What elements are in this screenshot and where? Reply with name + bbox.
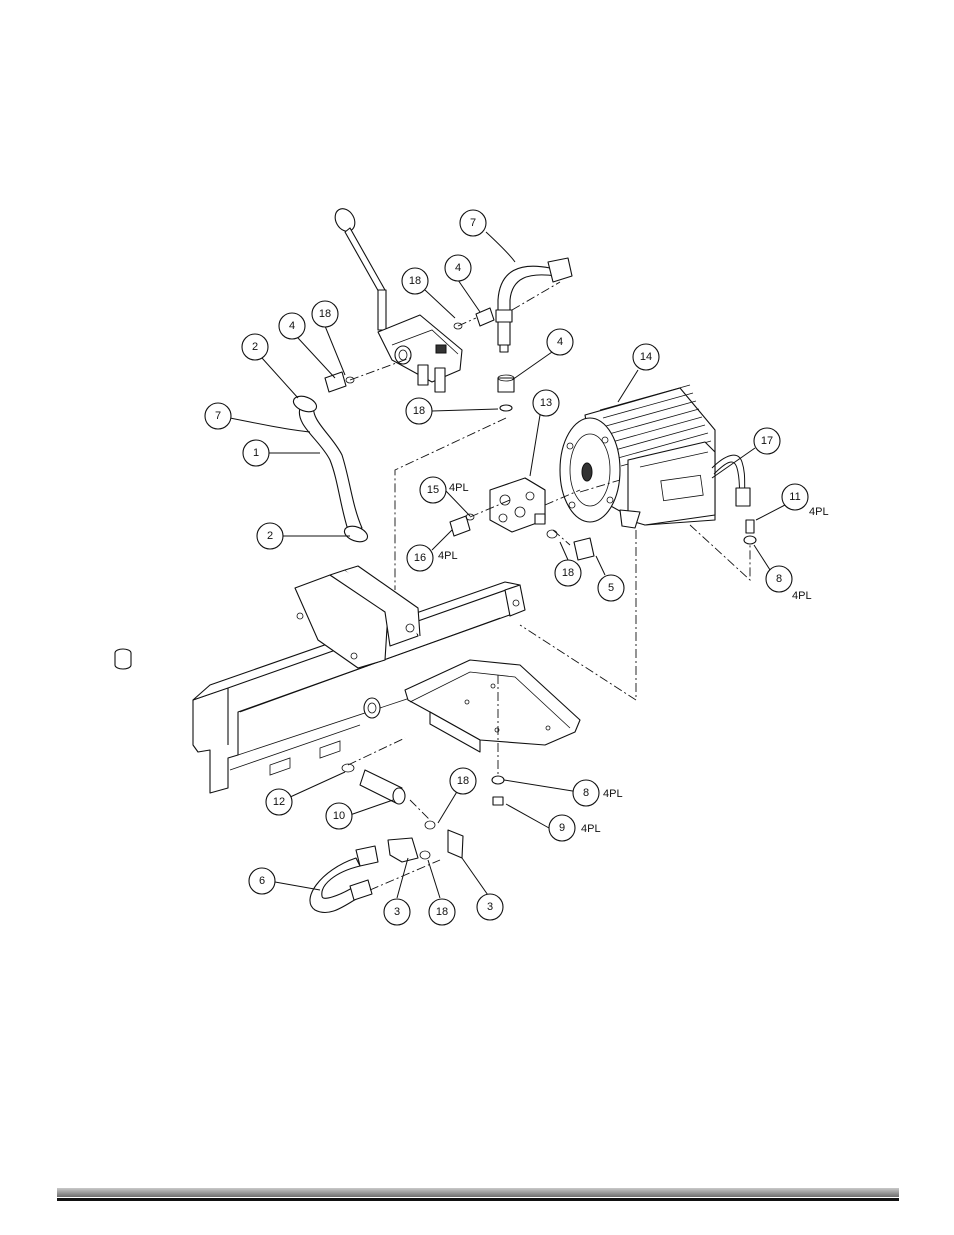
callout-9: 9	[548, 814, 576, 842]
note-8-bottom-4pl: 4PL	[603, 788, 623, 800]
callout-3-right: 3	[476, 893, 504, 921]
pump-head	[489, 477, 546, 533]
svg-text:8: 8	[583, 787, 589, 799]
callout-17: 17	[753, 427, 781, 455]
svg-text:11: 11	[789, 491, 800, 503]
svg-text:16: 16	[414, 552, 426, 564]
svg-text:8: 8	[776, 573, 782, 585]
svg-text:18: 18	[413, 405, 425, 417]
svg-text:7: 7	[215, 410, 221, 422]
callout-12: 12	[265, 788, 293, 816]
note-8-right-4pl: 4PL	[792, 590, 812, 602]
svg-text:3: 3	[487, 901, 493, 913]
callout-18-bottom: 18	[449, 767, 477, 795]
svg-text:13: 13	[540, 397, 552, 409]
callout-6: 6	[248, 867, 276, 895]
callout-8-bottom: 8	[572, 779, 600, 807]
svg-text:7: 7	[470, 217, 476, 229]
callout-balloons: 7 18 4 4 18 2 7 1 4 18 14 13 17 15 11 16…	[204, 209, 809, 926]
footer-rule	[57, 1188, 899, 1202]
callout-leaders	[229, 231, 786, 899]
callout-7-upper: 7	[459, 209, 487, 237]
callout-3-left: 3	[383, 898, 411, 926]
callout-2-lower: 2	[256, 522, 284, 550]
svg-text:2: 2	[252, 341, 258, 353]
callout-14: 14	[632, 343, 660, 371]
quantity-notes: 4PL 4PL 4PL 4PL 4PL 4PL	[438, 482, 829, 835]
callout-18-mid: 18	[405, 397, 433, 425]
svg-text:10: 10	[333, 810, 345, 822]
note-15-4pl: 4PL	[449, 482, 469, 494]
svg-text:1: 1	[253, 447, 259, 459]
footer-rule-black	[57, 1198, 899, 1201]
note-9-4pl: 4PL	[581, 823, 601, 835]
callout-15: 15	[419, 476, 447, 504]
svg-text:15: 15	[427, 484, 439, 496]
callout-7-left: 7	[204, 402, 232, 430]
svg-text:4: 4	[455, 262, 461, 274]
footer-rule-gray	[57, 1188, 899, 1197]
callout-1: 1	[242, 439, 270, 467]
bottom-fittings	[309, 513, 757, 914]
fitting-hose-bottom	[497, 374, 515, 412]
svg-text:5: 5	[608, 582, 614, 594]
svg-text:18: 18	[457, 775, 469, 787]
assembly-lines	[347, 281, 751, 891]
svg-text:12: 12	[273, 796, 285, 808]
svg-text:18: 18	[562, 567, 574, 579]
svg-text:4: 4	[289, 320, 295, 332]
note-16-4pl: 4PL	[438, 550, 458, 562]
svg-text:4: 4	[557, 336, 563, 348]
motor-mount-plate	[404, 659, 581, 753]
svg-text:18: 18	[409, 275, 421, 287]
callout-16: 16	[406, 544, 434, 572]
unloader-valve	[334, 208, 463, 393]
callout-4-upper: 4	[444, 254, 472, 282]
callout-18-left: 18	[311, 300, 339, 328]
svg-text:6: 6	[259, 875, 265, 887]
electric-motor	[559, 384, 751, 529]
hose-upper	[453, 257, 573, 353]
callout-4-left: 4	[278, 312, 306, 340]
callout-5: 5	[597, 574, 625, 602]
svg-text:3: 3	[394, 906, 400, 918]
hose-left	[292, 371, 369, 543]
callout-13: 13	[532, 389, 560, 417]
note-11-4pl: 4PL	[809, 506, 829, 518]
callout-18-upper: 18	[401, 267, 429, 295]
svg-text:17: 17	[761, 435, 773, 447]
svg-text:2: 2	[267, 530, 273, 542]
svg-text:18: 18	[436, 906, 448, 918]
callout-18-lower: 18	[428, 898, 456, 926]
callout-8-right: 8	[765, 565, 793, 593]
frame-assembly	[114, 565, 526, 794]
callout-18-pump: 18	[554, 559, 582, 587]
svg-text:14: 14	[640, 351, 652, 363]
callout-2-upper: 2	[241, 333, 269, 361]
svg-text:9: 9	[559, 822, 565, 834]
callout-11: 11	[781, 483, 809, 511]
callout-4-mid: 4	[546, 328, 574, 356]
svg-text:18: 18	[319, 308, 331, 320]
callout-10: 10	[325, 802, 353, 830]
